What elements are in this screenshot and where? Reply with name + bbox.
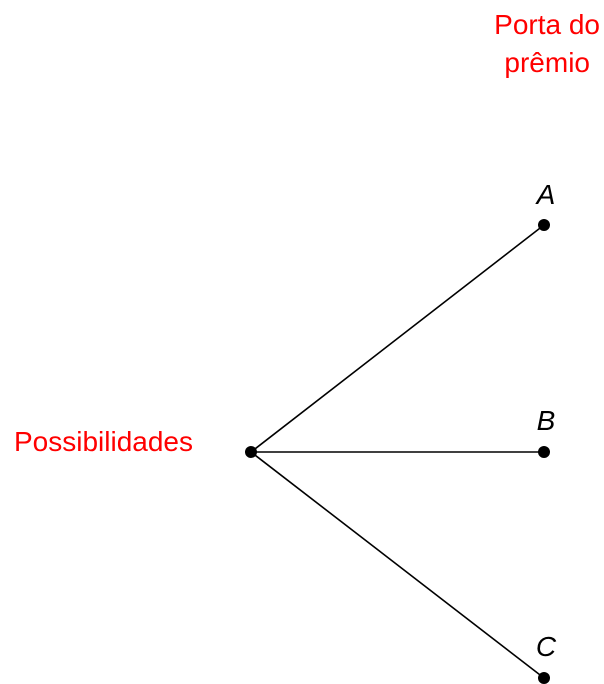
node-label-a: A bbox=[535, 179, 556, 210]
node-label-c: C bbox=[536, 631, 557, 662]
header-label-line2: prêmio bbox=[504, 47, 590, 78]
header-label-line1: Porta do bbox=[494, 9, 600, 40]
node-b bbox=[538, 446, 550, 458]
root-node bbox=[245, 446, 257, 458]
edge-root-to-c bbox=[250, 451, 545, 679]
root-label: Possibilidades bbox=[14, 426, 193, 457]
node-c bbox=[538, 672, 550, 684]
edge-root-to-a bbox=[250, 224, 545, 453]
node-label-b: B bbox=[537, 405, 556, 436]
node-a bbox=[538, 219, 550, 231]
